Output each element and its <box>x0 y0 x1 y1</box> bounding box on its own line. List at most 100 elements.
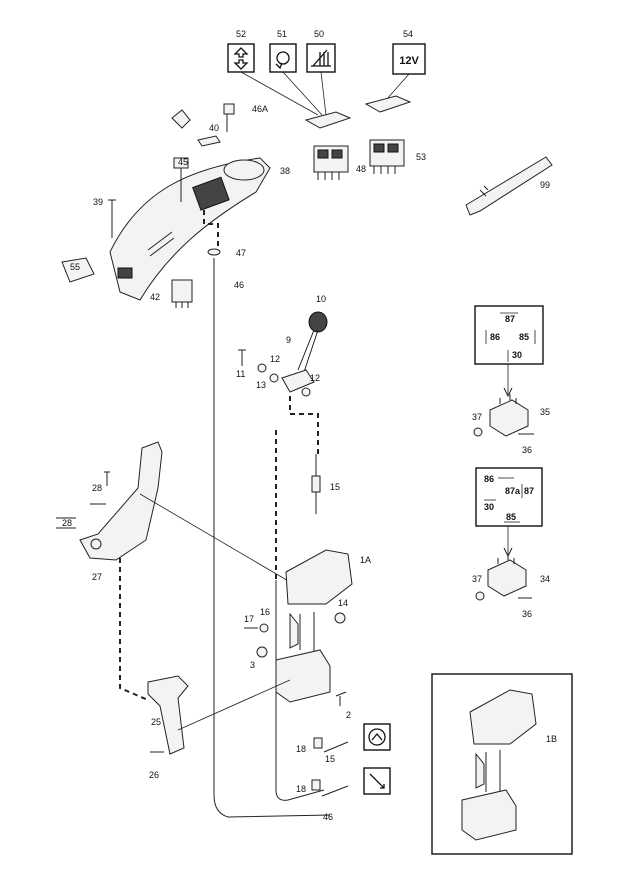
nut-16 <box>259 623 269 633</box>
callout-53: 53 <box>416 152 426 162</box>
relay-a-pin-85: 85 <box>519 332 529 342</box>
callout-18: 18 <box>296 744 306 754</box>
callout-48: 48 <box>356 164 366 174</box>
callout-34: 34 <box>540 574 550 584</box>
tool-99 <box>465 156 553 216</box>
relay-b-diagram: 86 87a 87 30 85 <box>475 467 543 527</box>
bracket-25 <box>147 675 189 755</box>
switch-symbol-51 <box>269 43 297 73</box>
relay-b-pin-87a: 87a <box>505 486 521 496</box>
callout-17: 17 <box>244 614 254 624</box>
callout-15: 15 <box>330 482 340 492</box>
nut-14 <box>334 612 346 624</box>
cable-15-lower <box>323 741 349 753</box>
screw-39 <box>108 199 116 238</box>
callout-27: 27 <box>92 572 102 582</box>
relay-a-diagram: 87 86 85 30 <box>474 305 544 365</box>
callout-14: 14 <box>338 598 348 608</box>
callout-18: 18 <box>296 784 306 794</box>
callout-1A: 1A <box>360 555 371 565</box>
callout-54: 54 <box>403 29 413 39</box>
relay-a-pin-87: 87 <box>505 314 515 324</box>
washer-3 <box>256 646 268 658</box>
callout-25: 25 <box>151 717 161 727</box>
callout-12: 12 <box>310 373 320 383</box>
callout-12: 12 <box>270 354 280 364</box>
callout-36: 36 <box>522 445 532 455</box>
relay-b-pin-86: 86 <box>484 474 494 484</box>
callout-1B: 1B <box>546 734 557 744</box>
nut-37a <box>473 427 483 437</box>
bolt-11 <box>238 349 246 366</box>
relay-b-pin-87: 87 <box>524 486 534 496</box>
clip-18b <box>311 779 321 791</box>
callout-50: 50 <box>314 29 324 39</box>
switch-symbol-52 <box>227 43 255 73</box>
switch-54-label: 12V <box>399 55 419 67</box>
switch-symbol-54: 12V <box>392 43 426 75</box>
callout-36: 36 <box>522 609 532 619</box>
cable-46-lower <box>321 785 349 797</box>
callout-37: 37 <box>472 574 482 584</box>
cable-46 <box>213 258 331 818</box>
callout-37: 37 <box>472 412 482 422</box>
joystick-45 <box>171 109 191 202</box>
callout-45: 45 <box>178 157 188 167</box>
callout-52: 52 <box>236 29 246 39</box>
callout-15: 15 <box>325 754 335 764</box>
callout-28: 28 <box>62 518 72 528</box>
relay-b-pin-30: 30 <box>484 502 494 512</box>
relay-a-pin-86: 86 <box>490 332 500 342</box>
relay-34 <box>487 554 527 597</box>
nut-37b <box>475 591 485 601</box>
bracket-27 <box>79 441 163 561</box>
callout-13: 13 <box>256 380 266 390</box>
rocker-switch-48 <box>304 111 352 180</box>
ignition-lock-42 <box>171 279 193 308</box>
callout-46A: 46A <box>252 104 268 114</box>
callout-26: 26 <box>149 770 159 780</box>
callout-3: 3 <box>250 660 255 670</box>
washer-12 <box>269 373 279 383</box>
console-38 <box>109 157 271 301</box>
callout-35: 35 <box>540 407 550 417</box>
callout-9: 9 <box>286 335 291 345</box>
bolt-2 <box>335 691 347 706</box>
steering-circle-icon <box>363 723 391 751</box>
washer-12b <box>301 387 311 397</box>
callout-47: 47 <box>236 248 246 258</box>
callout-2: 2 <box>346 710 351 720</box>
callout-38: 38 <box>280 166 290 176</box>
callout-labels: 52 51 50 54 46A 40 45 38 48 53 39 47 99 55 46 42 10 9 11 12… <box>62 29 557 822</box>
callout-99: 99 <box>540 180 550 190</box>
rocker-switch-53 <box>364 95 412 174</box>
lever-slash-icon <box>363 767 391 795</box>
callout-16: 16 <box>260 607 270 617</box>
switch-55 <box>61 257 95 283</box>
switch-symbol-50 <box>306 43 336 73</box>
callout-51: 51 <box>277 29 287 39</box>
relay-a-pin-30: 30 <box>512 350 522 360</box>
callout-28: 28 <box>92 483 102 493</box>
gear-lever-9 <box>281 311 328 393</box>
callout-46: 46 <box>234 280 244 290</box>
callout-39: 39 <box>93 197 103 207</box>
callout-11: 11 <box>236 369 245 379</box>
callout-40: 40 <box>209 123 219 133</box>
bolt-28c <box>56 517 76 529</box>
cover-40 <box>197 135 221 147</box>
washer-13 <box>257 363 267 373</box>
callout-46: 46 <box>323 812 333 822</box>
relay-b-pin-85: 85 <box>506 512 516 522</box>
callout-10: 10 <box>316 294 326 304</box>
bracket-1A <box>275 549 353 703</box>
callout-55: 55 <box>70 262 80 272</box>
callout-42: 42 <box>150 292 160 302</box>
clip-18a <box>313 737 323 749</box>
inset-box-1B <box>431 673 573 855</box>
knob-46A <box>223 103 235 132</box>
relay-35 <box>489 394 529 437</box>
bolt-28a <box>104 471 110 486</box>
washer-47 <box>207 248 221 256</box>
